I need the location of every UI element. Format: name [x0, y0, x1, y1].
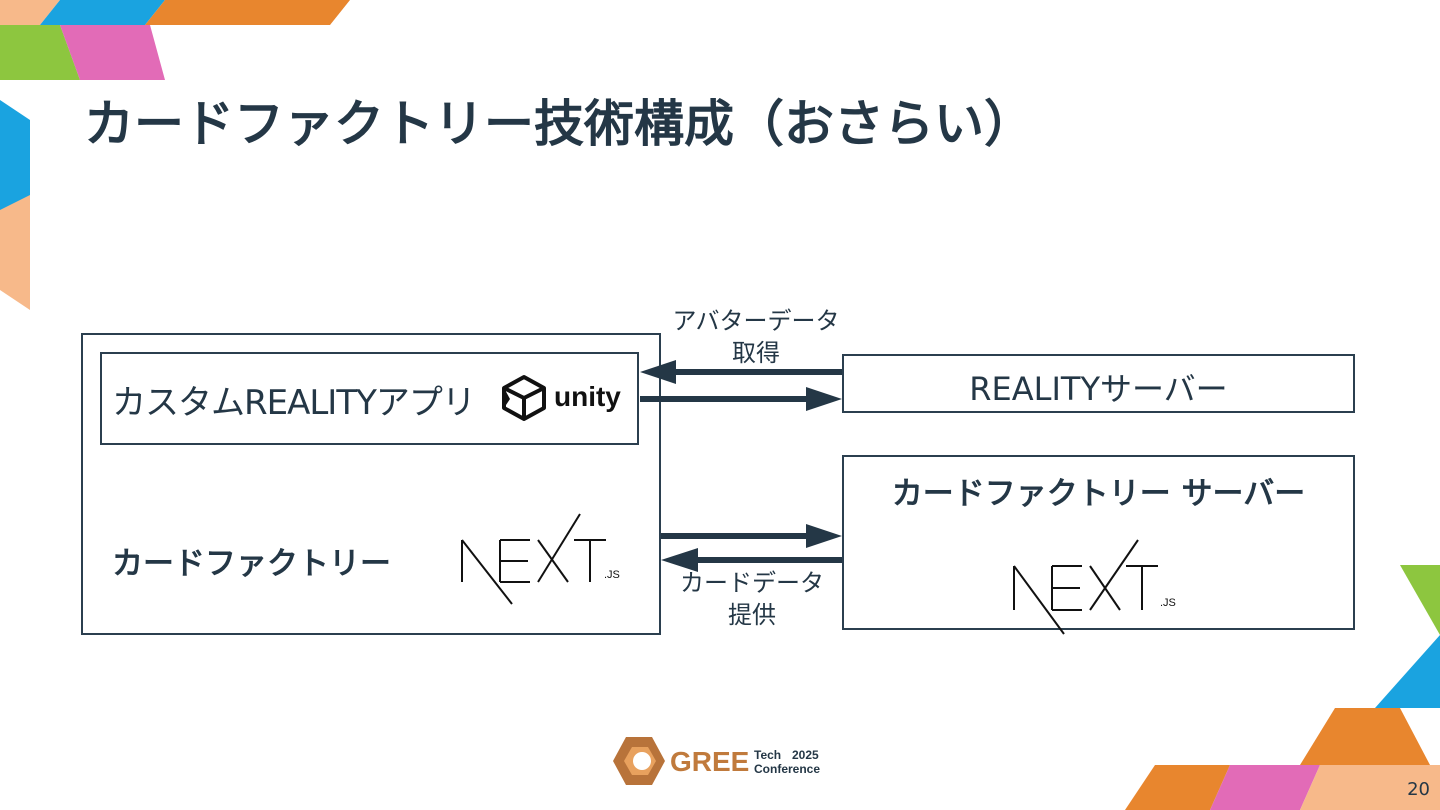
- nextjs-logo-icon: .JS: [461, 513, 620, 605]
- card-data-label-line2: 提供: [728, 601, 776, 629]
- custom-reality-app-box: [100, 352, 639, 445]
- gree-tech-conference-logo: GREE Tech 2025 Conference: [613, 737, 820, 785]
- nextjs-logo-icon: .JS: [1013, 539, 1176, 635]
- reality-server-label: REALITYサーバー: [969, 370, 1228, 408]
- unity-logo-icon: unity: [502, 375, 621, 421]
- logo-conference-text: Conference: [754, 762, 820, 776]
- svg-text:unity: unity: [554, 381, 621, 412]
- page-number: 20: [1407, 779, 1430, 800]
- card-factory-label: カードファクトリー: [112, 546, 391, 582]
- svg-text:.JS: .JS: [604, 569, 620, 581]
- logo-tech-text: Tech: [754, 748, 781, 762]
- custom-reality-app-label: カスタムREALITYアプリ: [112, 383, 476, 423]
- card-factory-server-box: [842, 455, 1355, 630]
- svg-text:.JS: .JS: [1160, 597, 1176, 609]
- card-factory-server-label: カードファクトリー サーバー: [891, 476, 1306, 512]
- card-data-label-line1: カードデータ: [680, 569, 824, 597]
- avatar-data-flow-label: アバターデータ 取得: [656, 305, 856, 369]
- reality-server-box: [842, 354, 1355, 413]
- card-data-flow-label: カードデータ 提供: [652, 567, 852, 631]
- avatar-data-label-line1: アバターデータ: [672, 307, 840, 335]
- gree-logo-text: GREE: [670, 746, 749, 777]
- avatar-data-label-line2: 取得: [732, 339, 780, 367]
- slide-title: カードファクトリー技術構成（おさらい）: [84, 95, 1034, 153]
- logo-year-text: 2025: [792, 748, 819, 762]
